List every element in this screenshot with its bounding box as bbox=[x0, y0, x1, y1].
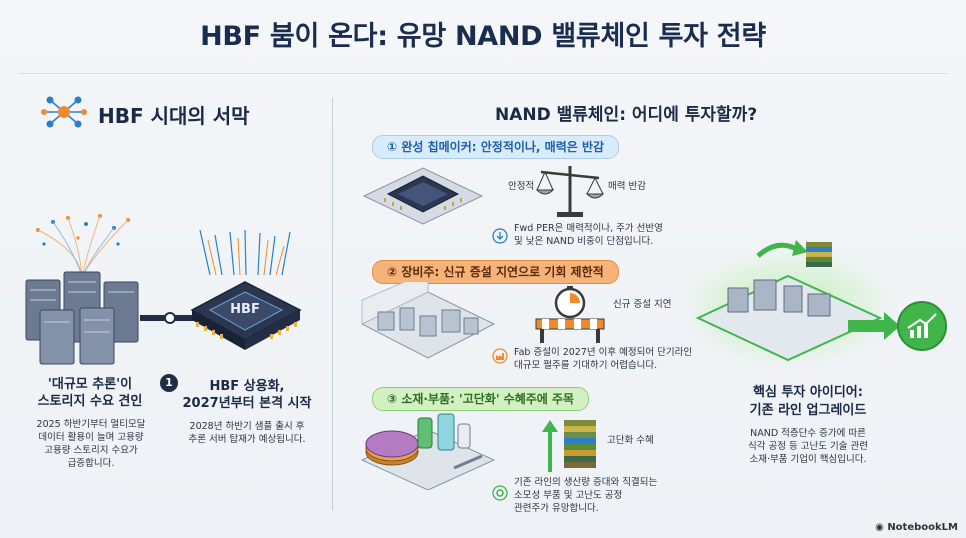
column-divider bbox=[332, 98, 333, 510]
core-idea-body-line: 소재·부품 기업이 핵심입니다. bbox=[749, 454, 867, 465]
stopwatch-barrier-icon bbox=[535, 286, 605, 343]
title-divider bbox=[18, 73, 948, 74]
section-2-body-line: Fab 증설이 2027년 이후 예정되어 단기라인 bbox=[514, 347, 693, 358]
section-1-pill: ① 완성 칩메이커: 안정적이나, 매력은 반감 bbox=[372, 135, 620, 159]
core-idea-body: NAND 적층단수 증가에 따른 식각 공정 등 고난도 기술 관련 소재·부품… bbox=[722, 427, 894, 466]
section-3-body: 기존 라인의 생산량 증대와 직결되는 소모성 부품 및 고난도 공정 관련주가… bbox=[514, 476, 657, 515]
storage-caption-line-1: '대규모 추론'이 bbox=[47, 377, 133, 392]
materials-parts-illustration bbox=[360, 413, 496, 490]
stacked-layers-arrow-icon bbox=[542, 420, 596, 472]
page-title: HBF 붐이 온다: 유망 NAND 밸류체인 투자 전략 bbox=[200, 21, 766, 52]
brand-label: NotebookLM bbox=[887, 522, 958, 533]
section-1-body-line: Fwd PER은 매력적이나, 주가 선반영 bbox=[514, 223, 663, 234]
core-idea-body-line: 식각 공정 등 고난도 기술 관련 bbox=[748, 441, 868, 452]
core-idea-caption-line-1: 핵심 투자 아이디어: bbox=[753, 385, 863, 400]
storage-body-line: 데이터 활용이 늘며 고용량 bbox=[38, 432, 144, 443]
hbf-body: 2028년 하반기 샘플 출시 후 추론 서버 탑재가 예상됩니다. bbox=[168, 420, 326, 446]
hbf-body-line: 추론 서버 탑재가 예상됩니다. bbox=[188, 434, 306, 445]
neural-network-icon bbox=[41, 96, 87, 128]
appeal-reduced-label: 매력 반감 bbox=[608, 181, 646, 192]
chip-label: HBF bbox=[230, 302, 260, 317]
factory-icon bbox=[492, 348, 508, 364]
section-3-body-line: 기존 라인의 생산량 증대와 직결되는 bbox=[514, 477, 658, 488]
server-storage-illustration bbox=[25, 214, 139, 365]
high-layering-benefit-label: 고단화 수혜 bbox=[607, 435, 654, 446]
core-idea-caption: 핵심 투자 아이디어: 기존 라인 업그레이드 bbox=[718, 384, 898, 420]
section-2-body-line: 대규모 펄주를 기대하기 어렵습니다. bbox=[514, 360, 658, 371]
step-badge: 1 bbox=[160, 374, 178, 392]
gear-icon bbox=[492, 485, 508, 501]
storage-body-line: 급증합니다. bbox=[67, 458, 115, 469]
connector-line bbox=[140, 312, 200, 324]
section-2-pill: ② 장비주: 신규 증설 지연으로 기회 제한적 bbox=[372, 260, 619, 284]
storage-caption-line-2: 스토리지 수요 견인 bbox=[37, 394, 143, 409]
hbf-body-line: 2028년 하반기 샘플 출시 후 bbox=[189, 421, 305, 432]
brand-logo-icon: ◉ bbox=[875, 522, 888, 533]
stable-label: 안정적 bbox=[508, 181, 535, 192]
storage-body-line: 고용량 스토리지 수요가 bbox=[44, 445, 138, 456]
line-upgrade-illustration bbox=[688, 240, 947, 366]
storage-caption: '대규모 추론'이 스토리지 수요 견인 bbox=[20, 376, 160, 410]
section-1-body: Fwd PER은 매력적이나, 주가 선반영 및 낮은 NAND 비중이 단점입… bbox=[514, 222, 663, 248]
down-arrow-icon bbox=[492, 228, 508, 244]
section-1-body-line: 및 낮은 NAND 비중이 단점입니다. bbox=[514, 236, 654, 247]
hbf-caption-line-2: 2027년부터 본격 시작 bbox=[182, 396, 312, 411]
chipmaker-chip-illustration bbox=[362, 167, 484, 225]
core-idea-caption-line-2: 기존 라인 업그레이드 bbox=[749, 403, 867, 418]
section-3-body-line: 소모성 부품 및 고난도 공정 bbox=[514, 490, 623, 501]
storage-body: 2025 하반기부터 멀티모달 데이터 활용이 늘며 고용량 고용량 스토리지 … bbox=[16, 418, 166, 470]
new-investment-delay-label: 신규 증설 지연 bbox=[613, 299, 672, 310]
fab-equipment-illustration bbox=[360, 282, 496, 359]
balance-scale-icon bbox=[535, 166, 605, 217]
section-2-body: Fab 증설이 2027년 이후 예정되어 단기라인 대규모 펄주를 기대하기 … bbox=[514, 346, 692, 372]
section-3-pill: ③ 소재·부품: '고단화' 수혜주에 주목 bbox=[372, 387, 590, 411]
core-idea-body-line: NAND 적층단수 증가에 따른 bbox=[750, 428, 866, 439]
hbf-chip-illustration bbox=[190, 230, 302, 350]
hbf-caption: HBF 상용화, 2027년부터 본격 시작 bbox=[172, 378, 322, 412]
hbf-caption-line-1: HBF 상용화, bbox=[209, 379, 285, 394]
left-heading: HBF 시대의 서막 bbox=[98, 104, 250, 128]
right-heading: NAND 밸류체인: 어디에 투자할까? bbox=[495, 105, 758, 125]
brand-watermark: ◉ NotebookLM bbox=[875, 522, 958, 533]
section-3-body-line: 관련주가 유망합니다. bbox=[514, 503, 599, 514]
storage-body-line: 2025 하반기부터 멀티모달 bbox=[36, 419, 146, 430]
